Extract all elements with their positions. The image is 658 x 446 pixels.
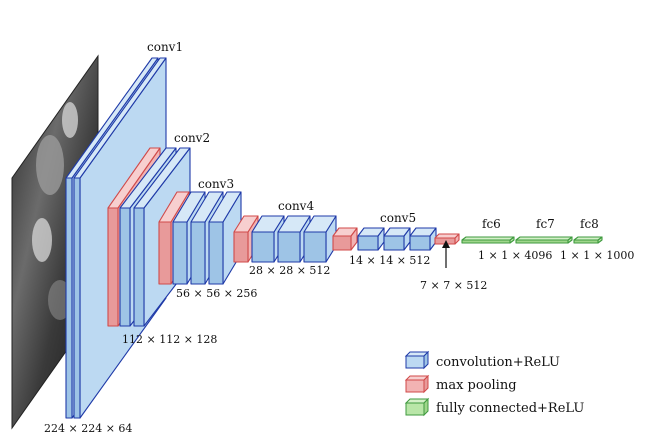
block-conv4-b-front bbox=[277, 231, 301, 263]
dim-56: 56 × 56 × 256 bbox=[176, 287, 257, 300]
label-conv2: conv2 bbox=[174, 131, 210, 145]
block-conv2-b-front bbox=[133, 207, 145, 327]
label-fc7: fc7 bbox=[536, 217, 555, 231]
dim-14: 14 × 14 × 512 bbox=[349, 254, 430, 267]
block-conv1-b-front bbox=[73, 177, 81, 419]
legend-fc-label: fully connected+ReLU bbox=[436, 401, 584, 416]
block-conv4-c-front bbox=[303, 231, 327, 263]
legend-pool-swatch bbox=[404, 374, 430, 394]
block-fc8-front bbox=[573, 239, 599, 244]
legend-pool-label: max pooling bbox=[436, 378, 517, 393]
block-conv3-b-front bbox=[190, 221, 206, 285]
block-conv3-a-front bbox=[172, 221, 188, 285]
label-fc8: fc8 bbox=[580, 217, 599, 231]
label-conv5: conv5 bbox=[380, 211, 416, 225]
block-fc6-front bbox=[461, 239, 511, 244]
dim-7: 7 × 7 × 512 bbox=[420, 279, 487, 292]
block-fc6 bbox=[461, 236, 515, 244]
dim-224: 224 × 224 × 64 bbox=[44, 422, 132, 435]
legend-conv-swatch bbox=[404, 350, 430, 370]
block-pool5-front bbox=[434, 237, 456, 245]
block-conv4-c bbox=[303, 215, 337, 263]
block-pool4-front bbox=[332, 235, 352, 251]
block-fc7-front bbox=[515, 239, 569, 244]
block-conv4-a-front bbox=[251, 231, 275, 263]
pool5-pointer-arrow bbox=[442, 240, 450, 268]
dim-1000: 1 × 1 × 1000 bbox=[560, 249, 634, 262]
block-pool5 bbox=[434, 233, 460, 245]
block-conv1-b bbox=[73, 57, 167, 419]
block-pool1-front bbox=[107, 207, 119, 327]
label-fc6: fc6 bbox=[482, 217, 501, 231]
block-conv5-a bbox=[357, 227, 385, 251]
block-pool2-front bbox=[158, 221, 172, 285]
block-conv5-b bbox=[383, 227, 411, 251]
legend-conv-label: convolution+ReLU bbox=[436, 355, 560, 370]
dim-28: 28 × 28 × 512 bbox=[249, 264, 330, 277]
block-fc7 bbox=[515, 236, 573, 244]
legend: convolution+ReLU max pooling fully conne… bbox=[404, 350, 584, 417]
block-conv5-c-front bbox=[409, 235, 431, 251]
block-conv5-a-front bbox=[357, 235, 379, 251]
dim-112: 112 × 112 × 128 bbox=[122, 333, 217, 346]
block-pool4 bbox=[332, 227, 358, 251]
block-conv5-b-front bbox=[383, 235, 405, 251]
block-conv5-c bbox=[409, 227, 437, 251]
block-conv2-a-front bbox=[119, 207, 131, 327]
block-conv4-b bbox=[277, 215, 311, 263]
label-conv3: conv3 bbox=[198, 177, 234, 191]
label-conv1: conv1 bbox=[147, 40, 183, 54]
block-fc8 bbox=[573, 236, 603, 244]
label-conv4: conv4 bbox=[278, 199, 314, 213]
legend-fc-swatch bbox=[404, 397, 430, 417]
block-conv1-a-front bbox=[65, 177, 73, 419]
block-pool5-top bbox=[434, 233, 460, 239]
dim-4096: 1 × 1 × 4096 bbox=[478, 249, 552, 262]
block-conv3-c-front bbox=[208, 221, 224, 285]
block-pool3-front bbox=[233, 231, 249, 263]
layer-blocks bbox=[65, 57, 603, 419]
